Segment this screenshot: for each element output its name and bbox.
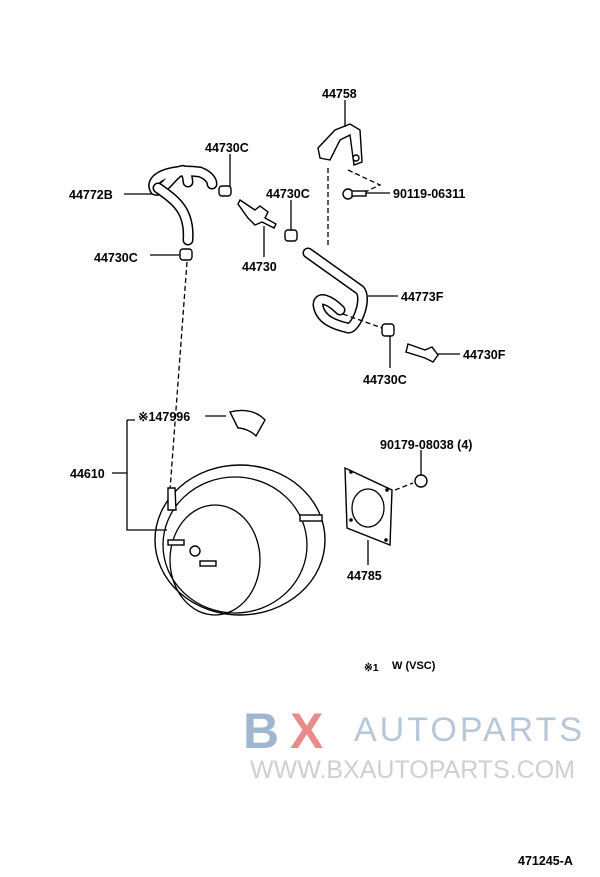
label-44730: 44730: [242, 260, 277, 274]
label-90119-06311: 90119-06311: [393, 187, 465, 201]
label-44730c-mid: 44730C: [266, 187, 310, 201]
bracket-44758[interactable]: [317, 100, 382, 246]
label-44785: 44785: [347, 569, 382, 583]
watermark-brand: AUTOPARTS: [354, 711, 585, 749]
clamp-top[interactable]: [218, 154, 232, 197]
gasket-44785[interactable]: [344, 466, 393, 565]
clamp-mid[interactable]: [284, 200, 298, 242]
clamp-bottom[interactable]: [381, 323, 395, 368]
label-44773f: 44773F: [401, 290, 444, 304]
label-44730c-top: 44730C: [205, 141, 249, 155]
note-text: W (VSC): [392, 660, 436, 672]
clamp-left[interactable]: [150, 248, 193, 491]
hose-44773f[interactable]: [302, 247, 398, 334]
label-147996: ※147996: [138, 410, 190, 424]
note-mark: ※1: [364, 662, 379, 674]
label-90179-08038: 90179-08038 (4): [380, 438, 472, 452]
label-44772b: 44772B: [69, 188, 113, 202]
watermark-x: X: [290, 703, 323, 759]
nut-90179-08038[interactable]: [394, 450, 428, 491]
brake-booster-44610[interactable]: [112, 419, 326, 616]
watermark-b: B: [243, 703, 279, 759]
label-44730f: 44730F: [463, 348, 506, 362]
label-44758: 44758: [322, 87, 357, 101]
bolt-90119-06311[interactable]: [342, 188, 390, 200]
figure-id: 471245-A: [518, 854, 573, 868]
label-44730c-bottom: 44730C: [363, 373, 407, 387]
check-valve-44730[interactable]: [237, 198, 277, 257]
label-44730c-left: 44730C: [94, 251, 138, 265]
label-plate-147996[interactable]: [205, 409, 266, 438]
watermark-url: WWW.BXAUTOPARTS.COM: [250, 756, 575, 784]
hose-44772b[interactable]: [124, 165, 218, 246]
union-44730f[interactable]: [405, 343, 460, 363]
watermark: B X AUTOPARTS WWW.BXAUTOPARTS.COM: [243, 703, 585, 784]
label-44610: 44610: [70, 467, 105, 481]
